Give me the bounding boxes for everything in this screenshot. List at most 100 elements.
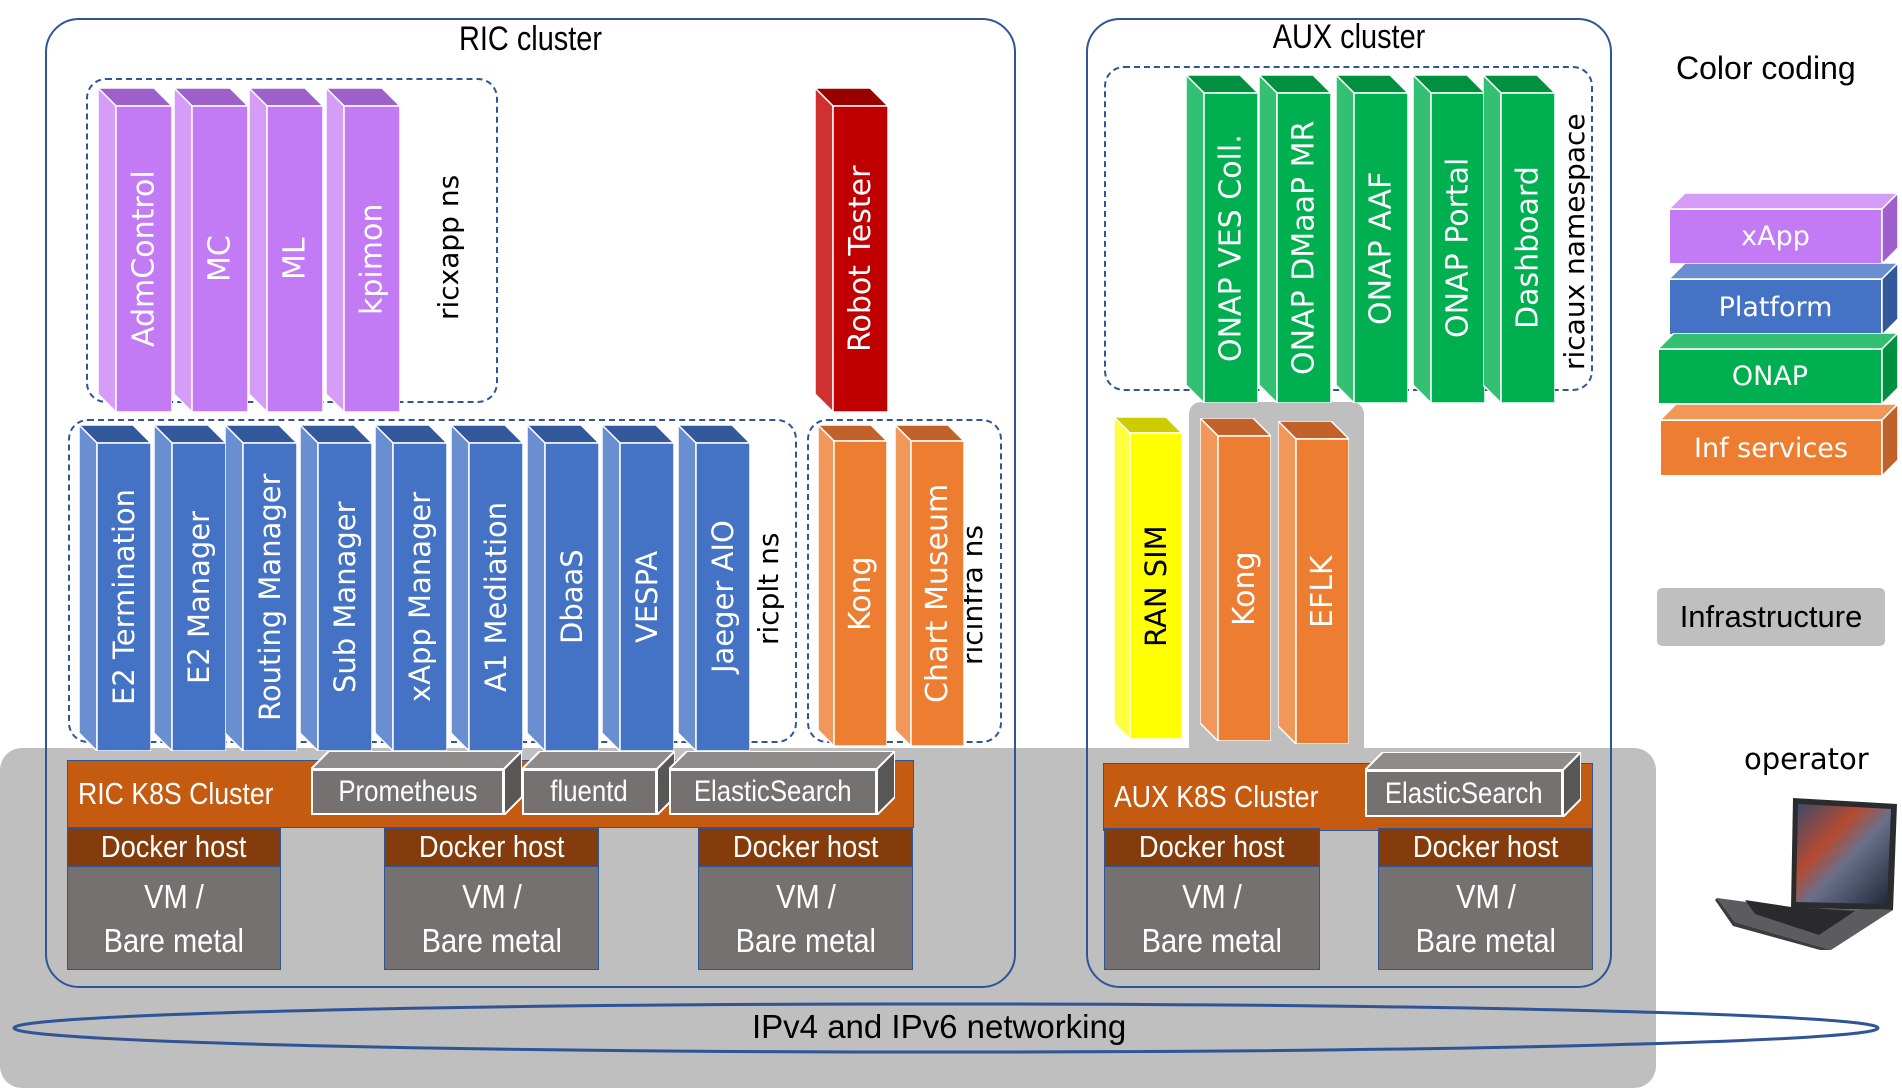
aux-kong: Kong: [1200, 418, 1271, 741]
xapp-admcontrol: AdmControl: [98, 88, 172, 412]
ran-sim-side-face: [1114, 417, 1131, 739]
service-fluentd: fluentd: [522, 751, 675, 815]
legend-item-onap: ONAP: [1658, 333, 1898, 404]
aux-kong-label: Kong: [1227, 551, 1262, 626]
aux-host-2-docker-label: Docker host: [1412, 829, 1559, 864]
aux-eflk-front-face: [1295, 438, 1349, 744]
service-elasticsearch-ric-label: ElasticSearch: [694, 775, 852, 808]
service-fluentd-top-face: [522, 751, 675, 770]
platform-xapp-manager-front-face: [392, 442, 447, 751]
aux-kong-side-face: [1200, 418, 1219, 741]
service-elasticsearch-aux: ElasticSearch: [1365, 752, 1581, 817]
platform-sub-manager-shape: [300, 425, 372, 751]
onap-portal-front-face: [1430, 92, 1485, 403]
aux-host-1-docker-host: Docker host: [1104, 828, 1320, 866]
aux-host-2-vm: VM / Bare metal: [1378, 866, 1593, 970]
xapp-mc-label: MC: [202, 235, 238, 283]
onap-dashboard: Dashboard: [1483, 75, 1555, 403]
onap-dmaap-mr-front-face: [1276, 92, 1331, 403]
onap-dmaap-mr-shape: [1259, 75, 1331, 403]
ricxapp-namespace-label: ricxapp ns: [432, 174, 465, 320]
aux-eflk-label: EFLK: [1305, 555, 1340, 628]
xapp-mc: MC: [174, 88, 248, 412]
platform-e2-manager-front-face: [171, 442, 226, 751]
legend-swatch-side-platform: [1881, 263, 1898, 335]
legend-swatch-platform: [1669, 263, 1898, 335]
legend-item-inf-services: Inf services: [1660, 404, 1898, 476]
xapp-admcontrol-shape: [98, 88, 172, 412]
legend-label-platform: Platform: [1669, 279, 1882, 335]
legend-swatch-xapp: [1669, 193, 1898, 264]
legend-swatch-side-onap: [1881, 333, 1898, 404]
platform-e2-termination-shape: [79, 425, 151, 751]
aux-cluster-title: AUX cluster: [1272, 18, 1426, 56]
aux-eflk-side-face: [1278, 421, 1297, 744]
onap-ves-collector-side-face: [1186, 75, 1205, 403]
ric-host-2-vm-line1: VM /: [461, 878, 522, 915]
network-ellipse: [12, 1002, 1880, 1054]
aux-eflk: EFLK: [1278, 421, 1349, 744]
platform-dbaas-side-face: [527, 425, 546, 751]
onap-aaf-front-face: [1353, 92, 1408, 403]
service-elasticsearch-ric-front-face: ElasticSearch: [669, 769, 877, 815]
platform-a1-mediation: A1 Mediation: [451, 425, 523, 751]
service-elasticsearch-ric-shape: [669, 751, 895, 815]
platform-xapp-manager: xApp Manager: [375, 425, 447, 751]
aux-host-1-vm-line2: Bare metal: [1141, 922, 1283, 959]
platform-dbaas-shape: [527, 425, 599, 751]
ric-host-3-vm: VM / Bare metal: [698, 866, 913, 970]
ric-host-3-docker-label: Docker host: [732, 829, 879, 864]
ran-sim: RAN SIM: [1114, 417, 1182, 739]
platform-dbaas-label: DbaaS: [555, 549, 589, 645]
platform-jaeger-aio-side-face: [678, 425, 697, 751]
service-elasticsearch-aux-front-face: ElasticSearch: [1365, 770, 1563, 817]
xapp-mc-shape: [174, 88, 248, 412]
xapp-ml-side-face: [249, 88, 268, 412]
platform-e2-termination: E2 Termination: [79, 425, 151, 751]
ric-host-3-vm-line1: VM /: [775, 878, 836, 915]
ricaux-namespace-label: ricaux namespace: [1558, 113, 1591, 370]
ricinfra-chart-museum-label: Chart Museum: [920, 483, 955, 704]
xapp-kpimon-front-face: [343, 105, 400, 412]
platform-a1-mediation-shape: [451, 425, 523, 751]
legend-swatch-top-platform: [1669, 263, 1898, 280]
legend-label-onap: ONAP: [1658, 349, 1882, 404]
onap-dashboard-front-face: [1500, 92, 1555, 403]
ricinfra-chart-museum-shape: [895, 425, 964, 746]
legend-label-inf-services: Inf services: [1660, 420, 1882, 476]
ricinfra-chart-museum-side-face: [895, 425, 912, 746]
ric-host-2-docker-host: Docker host: [384, 828, 599, 866]
ric-host-3-vm-line2: Bare metal: [735, 922, 876, 959]
legend-label-xapp: xApp: [1669, 209, 1882, 264]
aux-host-2-vm-line1: VM /: [1455, 878, 1516, 915]
xapp-kpimon-label: kpimon: [354, 203, 390, 315]
ric-host-2-docker-label: Docker host: [418, 829, 565, 864]
platform-vespa: VESPA: [602, 425, 674, 751]
aux-host-2-docker-host: Docker host: [1378, 828, 1593, 866]
ricinfra-kong: Kong: [818, 425, 887, 746]
platform-sub-manager-front-face: [317, 442, 372, 751]
service-prometheus-shape: [311, 751, 522, 815]
ricinfra-chart-museum: Chart Museum: [895, 425, 964, 746]
onap-aaf-side-face: [1336, 75, 1355, 403]
aux-host-2-vm-line2: Bare metal: [1415, 922, 1556, 959]
platform-a1-mediation-side-face: [451, 425, 470, 751]
xapp-ml-front-face: [266, 105, 323, 412]
ric-host-1-vm: VM /Bare metal: [67, 866, 281, 970]
ran-sim-front-face: [1129, 432, 1182, 739]
legend-swatch-inf-services: [1660, 404, 1898, 476]
ran-sim-shape: [1114, 417, 1182, 739]
platform-routing-manager-shape: [225, 425, 297, 751]
service-fluentd-front-face: fluentd: [522, 769, 657, 815]
onap-ves-collector-label: ONAP VES Coll.: [1213, 134, 1249, 362]
onap-aaf: ONAP AAF: [1336, 75, 1408, 403]
aux-cluster: AUX cluster: [1086, 18, 1612, 988]
ric-cluster: RIC cluster: [45, 18, 1016, 988]
ricinfra-kong-label: Kong: [843, 556, 878, 631]
ricinfra-kong-front-face: [833, 440, 887, 746]
onap-portal-shape: [1413, 75, 1485, 403]
legend-swatch-onap: [1658, 333, 1898, 404]
platform-sub-manager-side-face: [300, 425, 319, 751]
onap-ves-collector-shape: [1186, 75, 1258, 403]
service-elasticsearch-ric-side-face: [876, 751, 895, 815]
